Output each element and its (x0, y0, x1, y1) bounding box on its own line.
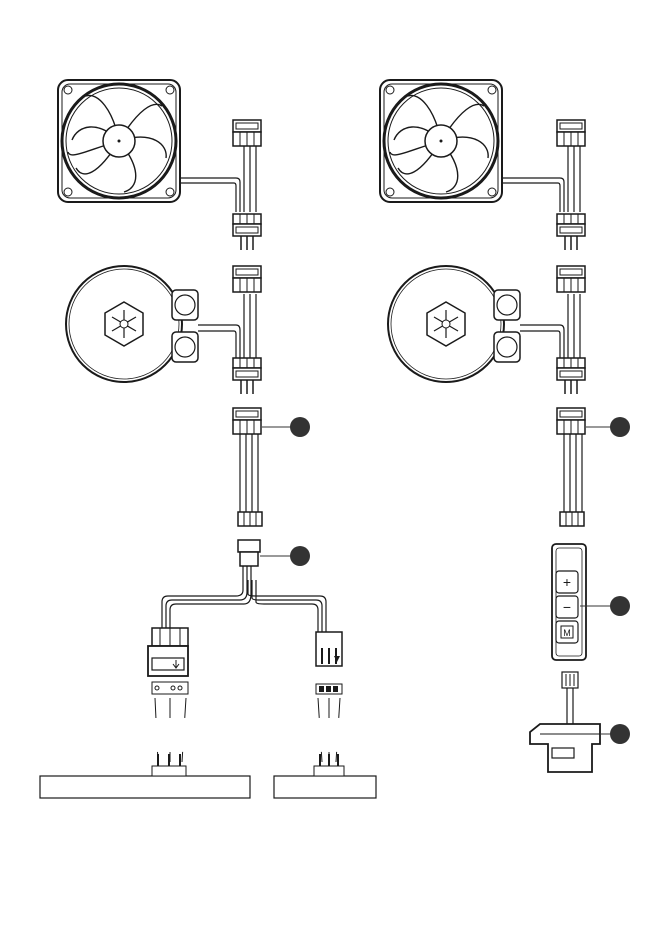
left-assembly (40, 80, 376, 798)
callout-dot (610, 417, 630, 437)
pump-head-icon (388, 266, 520, 382)
minus-button[interactable]: − (556, 596, 578, 618)
plus-icon: + (563, 574, 571, 590)
controller-cable-plug (562, 672, 578, 724)
callout-dot (610, 596, 630, 616)
callout-dot (610, 724, 630, 744)
fan-argb-male-connector (557, 214, 585, 250)
hub-connector (557, 408, 585, 434)
controller-plug (560, 512, 584, 526)
fan-argb-connector (557, 120, 585, 146)
fan-icon (380, 80, 502, 202)
plus-button[interactable]: + (556, 571, 578, 593)
motherboard-header-argb (40, 754, 250, 798)
sata-power-connector (530, 724, 600, 772)
sata-plug-small (238, 512, 262, 526)
pump-argb-connector (233, 266, 261, 292)
pump-head-icon (66, 266, 198, 382)
argb-3pin-connector (148, 628, 188, 694)
right-assembly: + − M (380, 80, 630, 772)
hub-connector (233, 408, 261, 434)
mode-icon: M (563, 628, 571, 638)
pump-argb-connector (557, 266, 585, 292)
motherboard-header-rgb (274, 754, 376, 798)
callout-dot (290, 546, 310, 566)
fan-icon (58, 80, 180, 202)
minus-icon: − (563, 599, 571, 615)
fan-argb-connector (233, 120, 261, 146)
pump-argb-male-connector (557, 358, 585, 394)
mode-button[interactable]: M (556, 621, 578, 643)
pump-argb-male-connector (233, 358, 261, 394)
fan-argb-male-connector (233, 214, 261, 250)
rgb-4pin-connector (316, 632, 342, 694)
callout-dot (290, 417, 310, 437)
